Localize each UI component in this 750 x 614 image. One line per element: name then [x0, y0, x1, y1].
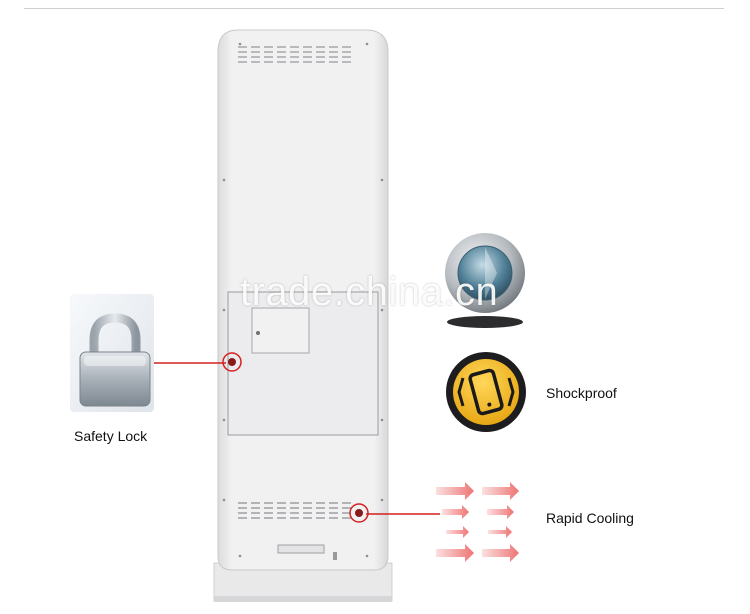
rapid-cooling-callout: [349, 503, 440, 523]
padlock-icon: [70, 294, 154, 412]
metal-knob-icon: [445, 233, 525, 328]
rapid-cooling-label: Rapid Cooling: [546, 510, 634, 526]
top-vent-grille: [238, 46, 351, 63]
service-door-panel: [227, 291, 379, 436]
shockproof-label: Shockproof: [546, 385, 617, 401]
port-strip: [277, 544, 337, 560]
watermark-text: trade.china.cn: [240, 270, 499, 314]
safety-lock-label: Safety Lock: [74, 428, 148, 444]
top-divider: [24, 8, 724, 9]
shaking-phone-icon: [446, 352, 526, 432]
airflow-arrows-icon: [436, 482, 519, 562]
safety-lock-callout: [154, 352, 242, 372]
bottom-vent-grille: [238, 502, 351, 519]
